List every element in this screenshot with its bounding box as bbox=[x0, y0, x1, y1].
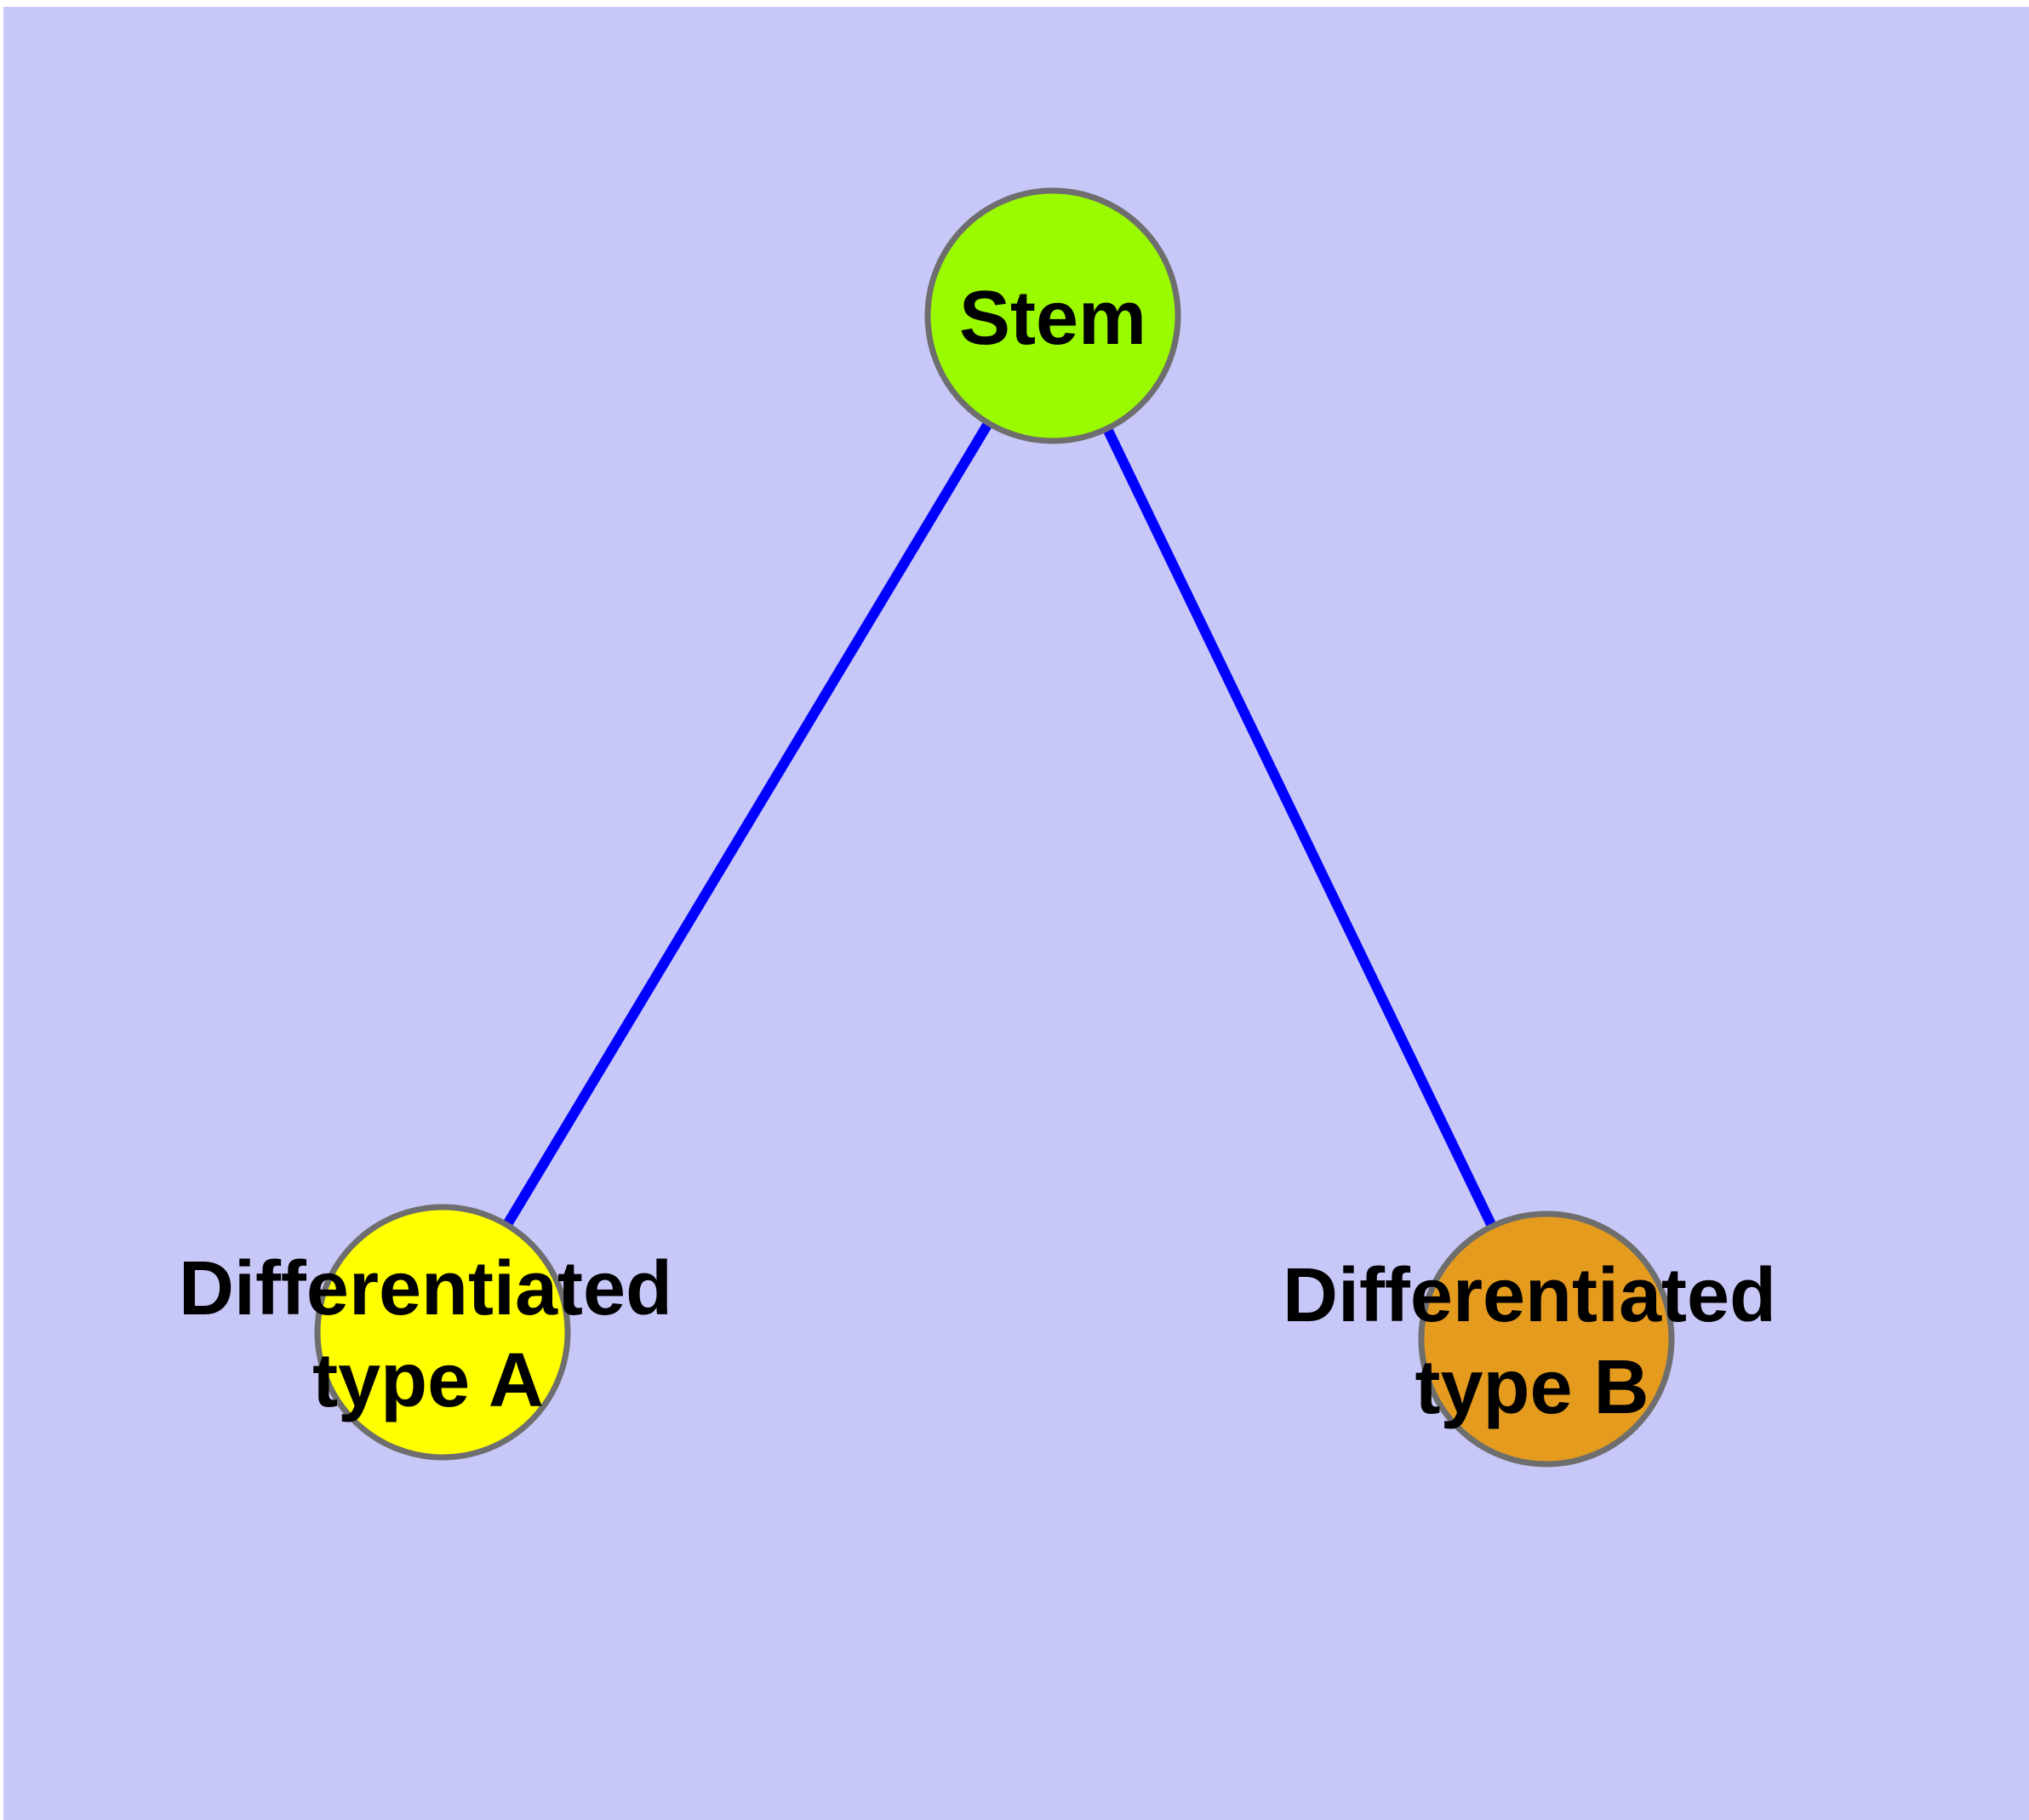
type-b-node-label-line2: type B bbox=[1415, 1345, 1649, 1430]
type-b-node-label-line1: Differentiated bbox=[1283, 1253, 1776, 1338]
type-a-node-circle bbox=[314, 1204, 571, 1461]
stem-node-circle bbox=[924, 187, 1181, 444]
type-a-node-label-line1: Differentiated bbox=[179, 1246, 672, 1331]
edge-stem-to-type-b bbox=[1048, 313, 1552, 1342]
stem-node-label: Stem bbox=[959, 276, 1146, 361]
node-differentiated-type-b: Differentiated type B bbox=[1283, 1210, 1776, 1468]
edge-stem-to-type-a bbox=[437, 312, 1058, 1336]
type-b-node-circle bbox=[1418, 1210, 1675, 1468]
node-stem: Stem bbox=[924, 187, 1181, 444]
type-a-node-label-line2: type A bbox=[312, 1338, 544, 1423]
node-differentiated-type-a: Differentiated type A bbox=[179, 1204, 672, 1461]
